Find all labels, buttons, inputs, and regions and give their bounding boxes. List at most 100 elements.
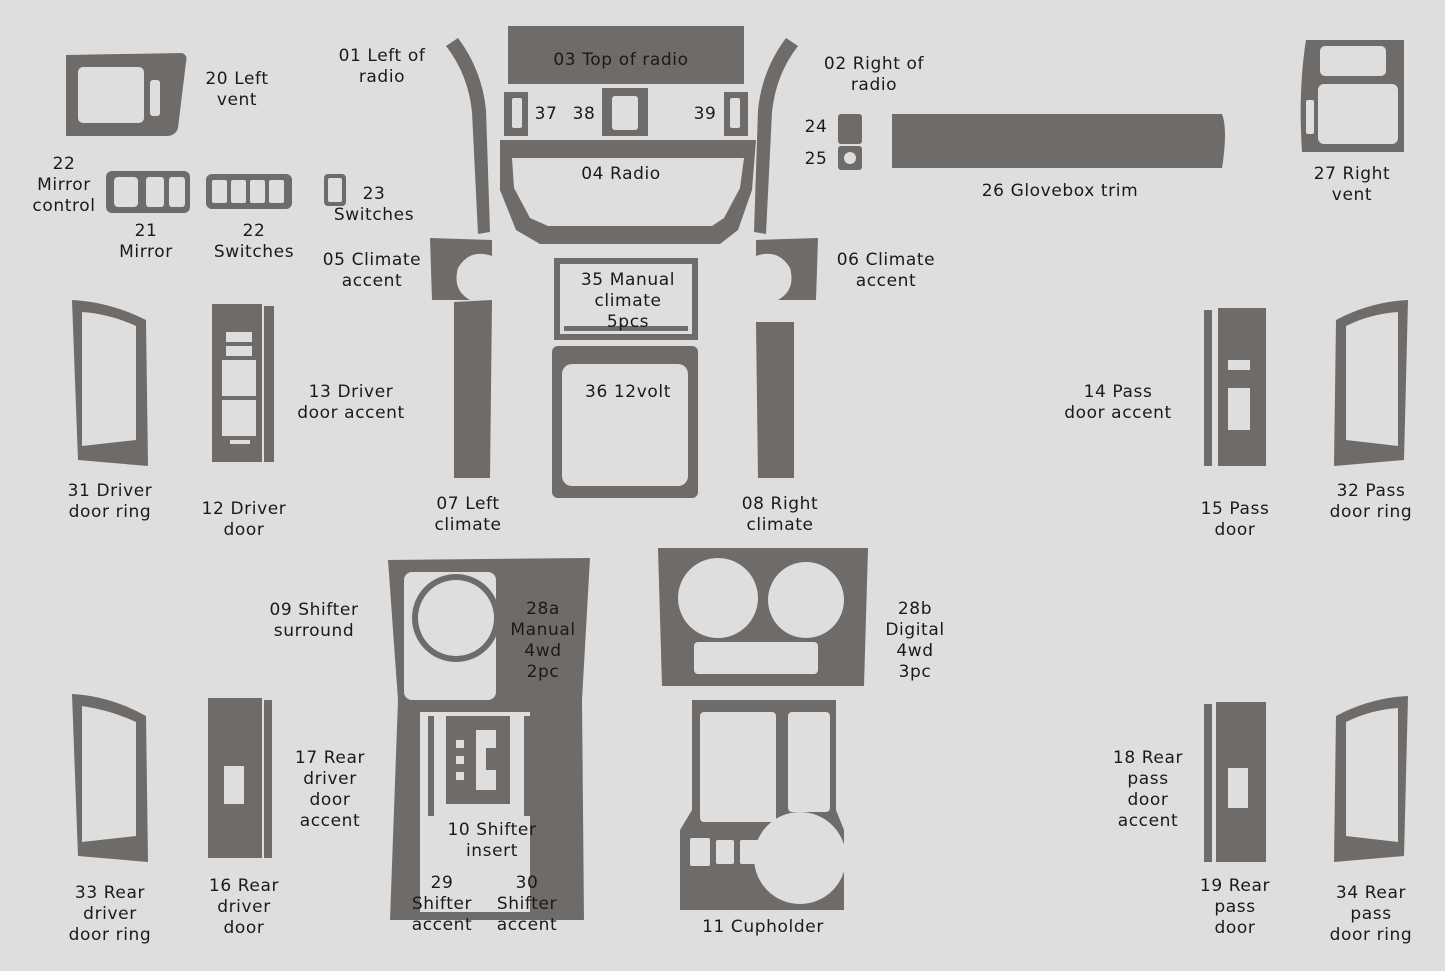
label-p17-line: door: [309, 790, 351, 810]
label-p29-line: Shifter: [411, 894, 473, 914]
label-p30-line: Shifter: [496, 894, 558, 914]
label-p03-line: 03 Top of radio: [553, 50, 689, 70]
label-p18-line: door: [1127, 790, 1169, 810]
label-p06-line: 06 Climate: [836, 250, 936, 270]
label-p27-line: 27 Right: [1313, 164, 1391, 184]
label-p37: 37: [535, 104, 558, 125]
label-p06-line: accent: [855, 271, 917, 291]
part-35-manual-climate: [554, 258, 698, 340]
label-p15-line: door: [1214, 520, 1256, 540]
part-26-glovebox-trim: [892, 114, 1225, 168]
part-36-12volt: [552, 346, 698, 498]
label-p28a-line: 28a: [526, 599, 560, 619]
label-p33-line: door ring: [68, 925, 152, 945]
label-p20-line: vent: [216, 90, 258, 110]
label-p21-line: Mirror: [119, 242, 173, 262]
label-p18-line: accent: [1117, 811, 1179, 831]
label-p23-line: Switches: [333, 205, 415, 225]
label-p10-line: 10 Shifter: [447, 820, 537, 840]
label-p04: 04 Radio: [581, 164, 661, 185]
label-p16-line: 16 Rear: [208, 876, 280, 896]
label-p28b-line: 28b: [897, 599, 933, 619]
label-p05-line: accent: [341, 271, 403, 291]
part-12-driver-door: [212, 304, 274, 462]
label-p29-line: 29: [430, 873, 454, 893]
label-p25-line: 25: [804, 149, 828, 169]
label-p25: 25: [805, 149, 828, 170]
label-p35-line: climate: [594, 291, 662, 311]
label-p18-line: pass: [1127, 769, 1169, 789]
label-p16-line: driver: [217, 897, 271, 917]
label-p17-line: 17 Rear: [294, 748, 366, 768]
part-07-left-climate: [454, 300, 492, 478]
part-25: [838, 146, 862, 170]
label-p39-line: 39: [693, 104, 717, 124]
label-p31-line: 31 Driver: [67, 481, 153, 501]
part-20-left-vent: [66, 53, 187, 136]
label-p07-line: 07 Left: [436, 494, 500, 514]
label-p28a-line: Manual: [510, 620, 576, 640]
part-11-cupholder: [680, 700, 846, 910]
part-02-right-of-radio: [754, 38, 798, 234]
part-15-pass-door: [1204, 308, 1266, 466]
label-p22b-line: 22: [242, 221, 266, 241]
part-03-top-of-radio: [508, 26, 744, 84]
part-21-mirror: [106, 171, 190, 213]
part-10-shifter-insert: [446, 716, 510, 804]
part-32-pass-door-ring: [1334, 300, 1408, 466]
label-p09-line: surround: [273, 621, 355, 641]
label-p10-line: insert: [465, 841, 519, 861]
label-p36: 36 12volt: [585, 382, 671, 403]
label-p24: 24: [805, 117, 828, 138]
part-23-switches: [324, 174, 346, 206]
label-p21-line: 21: [134, 221, 158, 241]
part-33-rear-driver-door-ring: [72, 694, 148, 862]
label-p33-line: driver: [83, 904, 137, 924]
label-p02-line: radio: [850, 75, 898, 95]
label-p14-line: door accent: [1064, 403, 1172, 423]
label-p02-line: 02 Right of: [823, 54, 925, 74]
label-p32-line: 32 Pass: [1336, 481, 1406, 501]
part-34-rear-pass-door-ring: [1334, 696, 1408, 862]
part-08-right-climate: [756, 322, 794, 478]
part-30-shifter-accent: [524, 716, 530, 816]
part-19-rear-pass-door: [1204, 702, 1266, 862]
label-p34-line: door ring: [1329, 925, 1413, 945]
part-04-radio: [500, 140, 756, 244]
part-01-left-of-radio: [446, 38, 490, 234]
parts-37-38-39: [504, 88, 748, 136]
label-p17-line: accent: [299, 811, 361, 831]
label-p37-line: 37: [534, 104, 558, 124]
part-24: [838, 114, 862, 144]
label-p09-line: 09 Shifter: [269, 600, 359, 620]
label-p24-line: 24: [804, 117, 828, 137]
label-p26-line: 26 Glovebox trim: [981, 181, 1139, 201]
part-06-climate-accent: [756, 238, 818, 300]
part-22-switches: [206, 174, 292, 209]
label-p15-line: 15 Pass: [1200, 499, 1270, 519]
label-p28b-line: 3pc: [898, 662, 932, 682]
label-p04-line: 04 Radio: [581, 164, 661, 184]
label-p36-line: 36 12volt: [585, 382, 671, 402]
label-p28b-line: Digital: [885, 620, 945, 640]
label-p19-line: 19 Rear: [1199, 876, 1271, 896]
label-p23-line: 23: [362, 184, 386, 204]
